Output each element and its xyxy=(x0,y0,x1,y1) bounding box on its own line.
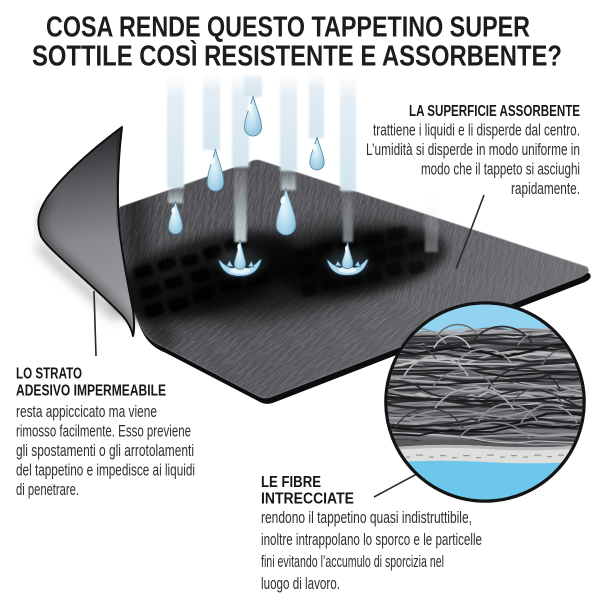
svg-text:COSA RENDE QUESTO TAPPETINO SU: COSA RENDE QUESTO TAPPETINO SUPER xyxy=(46,12,530,44)
svg-text:del tappetino e impedisce ai l: del tappetino e impedisce ai liquidi xyxy=(16,462,195,480)
svg-text:inoltre intrappolano lo sporco: inoltre intrappolano lo sporco e le part… xyxy=(261,530,482,549)
svg-text:SOTTILE COSÌ RESISTENTE E ASSO: SOTTILE COSÌ RESISTENTE E ASSORBENTE? xyxy=(32,39,562,73)
svg-text:luogo di lavoro.: luogo di lavoro. xyxy=(261,574,340,593)
svg-text:fini evitando l’accumulo di sp: fini evitando l’accumulo di sporcizia ne… xyxy=(261,552,444,571)
svg-text:rapidamente.: rapidamente. xyxy=(511,180,580,198)
svg-text:trattiene i liquidi e li dispe: trattiene i liquidi e li disperde dal ce… xyxy=(373,122,580,140)
svg-text:ADESIVO IMPERMEABILE: ADESIVO IMPERMEABILE xyxy=(16,383,166,400)
svg-text:L’umidità si disperde in modo: L’umidità si disperde in modo uniforme i… xyxy=(366,141,580,159)
svg-text:INTRECCIATE: INTRECCIATE xyxy=(261,491,354,508)
svg-text:LO STRATO: LO STRATO xyxy=(16,366,82,383)
svg-text:LA SUPERFICIE ASSORBENTE: LA SUPERFICIE ASSORBENTE xyxy=(409,103,580,120)
svg-text:rimosso facilmente. Esso previ: rimosso facilmente. Esso previene xyxy=(16,423,191,441)
svg-text:modo che il tappeto si asciugh: modo che il tappeto si asciughi xyxy=(421,161,580,179)
svg-text:rendono il tappetino quasi ind: rendono il tappetino quasi indistruttibi… xyxy=(261,508,472,527)
svg-text:di penetrare.: di penetrare. xyxy=(16,481,79,499)
svg-text:LE FIBRE: LE FIBRE xyxy=(261,474,321,491)
svg-text:gli spostamenti o gli arrotola: gli spostamenti o gli arrotolamenti xyxy=(16,442,194,460)
svg-text:resta appiccicato ma viene: resta appiccicato ma viene xyxy=(16,403,157,421)
